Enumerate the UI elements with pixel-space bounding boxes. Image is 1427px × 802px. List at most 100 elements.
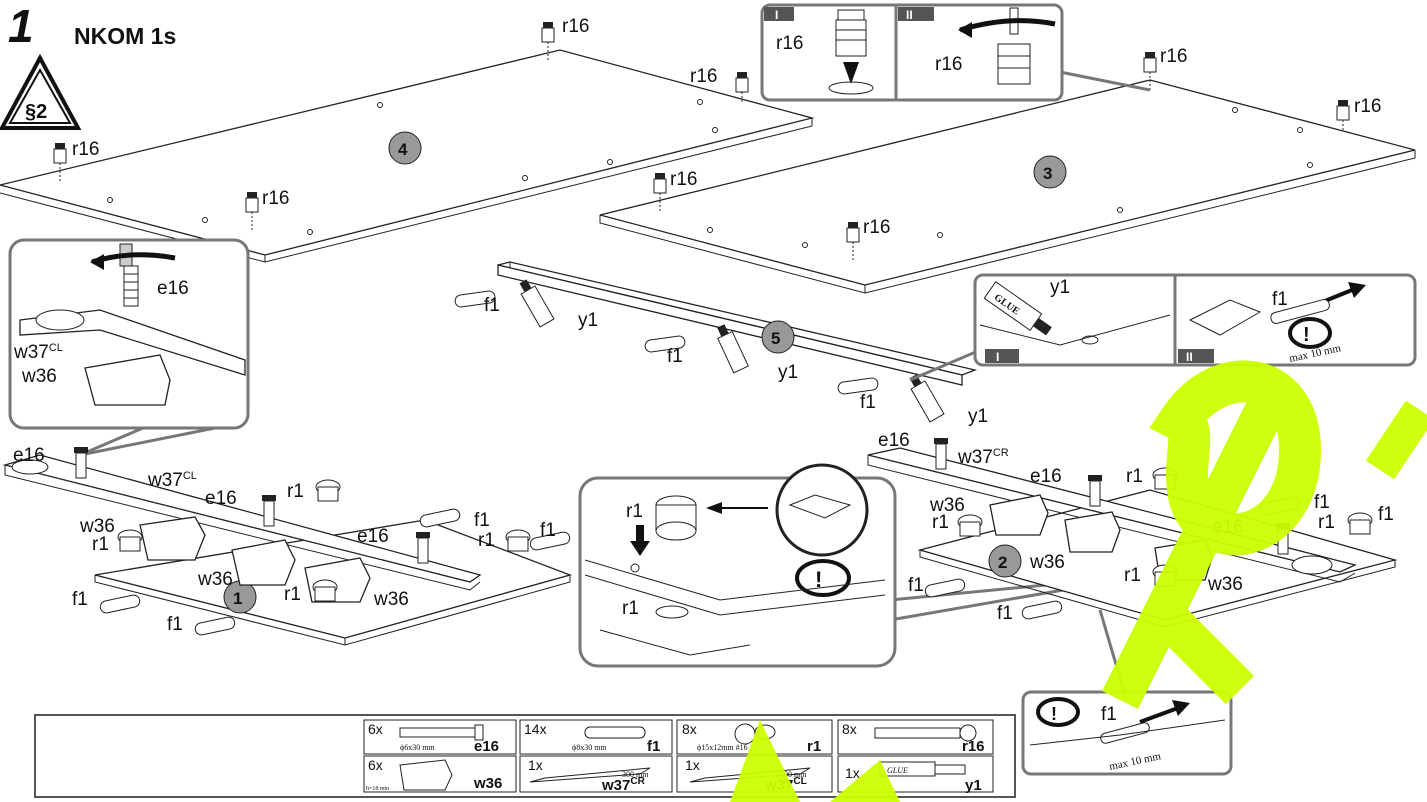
label-w37cl: w37CL [13, 342, 63, 363]
stage-i-tag: I [775, 8, 778, 22]
cam-lock-r1 [312, 579, 338, 602]
label-f1: f1 [72, 589, 88, 610]
block-w36 [1064, 511, 1121, 553]
label-r16: r16 [1160, 46, 1187, 67]
callout-glue-dowel: I II GLUE y1 f1 ! max 10 mm [909, 273, 1417, 382]
label-r16: r16 [72, 139, 99, 160]
label-f1: f1 [997, 603, 1013, 624]
part-cell-r16: 8x r16 [837, 719, 994, 755]
block-w36 [231, 539, 296, 586]
cam-bolt-icon [1336, 100, 1350, 130]
label-f1: f1 [908, 575, 924, 596]
part-code: w36 [473, 775, 502, 792]
part-qty: 1x [528, 757, 543, 773]
label-e16: e16 [205, 488, 237, 509]
cam-lock-r1 [957, 514, 983, 537]
glue-bottle-icon [909, 374, 945, 423]
label-f1: f1 [667, 346, 683, 367]
label-e16: e16 [878, 430, 910, 451]
cam-lock-r1 [505, 529, 531, 552]
label-r1: r1 [1124, 565, 1141, 586]
part-qty: 1x [685, 757, 700, 773]
label-e16: e16 [357, 526, 389, 547]
part-spec: h=18 mm [366, 786, 390, 792]
screw-e16 [416, 532, 430, 564]
part-code: y1 [965, 777, 982, 794]
panel-3: 3 [599, 79, 1416, 294]
cam-bolt-icon [828, 9, 874, 95]
glue-bottle-icon [717, 324, 749, 374]
exclamation-mark: ! [815, 567, 822, 592]
label-w36: w36 [197, 569, 233, 590]
part-spec: 300 mm [780, 770, 807, 779]
dowel-f1 [454, 290, 496, 308]
label-r16: r16 [670, 169, 697, 190]
arrow-left-icon [706, 502, 768, 514]
screw-e16 [74, 447, 88, 479]
label-f1: f1 [474, 510, 490, 531]
label-r1: r1 [1318, 512, 1335, 533]
panel-4: 4 [0, 49, 815, 263]
block-w36 [989, 494, 1049, 536]
label-r1: r1 [287, 481, 304, 502]
block-w36 [139, 516, 206, 561]
label-r16: r16 [863, 217, 890, 238]
part-qty: 6x [368, 721, 383, 737]
cam-lock-r1 [315, 479, 341, 502]
label-r16: r16 [262, 188, 289, 209]
cam-bolt-r16-group: r16 r16 r16 r16 r16 r16 r16 r16 [53, 16, 1381, 262]
screw-e16 [1088, 475, 1102, 507]
part-cell-w37cr: 1x 300 mm w37CR [519, 755, 673, 794]
label-e16: e16 [157, 278, 189, 299]
label-f1: f1 [860, 392, 876, 413]
label-r1: r1 [626, 501, 643, 522]
label-w36: w36 [1029, 552, 1065, 573]
panel-number-2: 2 [998, 553, 1007, 572]
panel-2: 2 e16 w37CR e16 r1 f1 w36 r1 e16 r1 f1 w… [867, 430, 1398, 628]
part-spec: ϕ15x12mm #16 [697, 743, 748, 752]
cam-lock-r1 [1347, 512, 1373, 535]
parts-table: 6x ϕ6x30 mm e16 14x ϕ8x30 mm f1 8x ϕ15x1… [34, 714, 1016, 798]
part-qty: 8x [682, 721, 697, 737]
label-r1: r1 [1126, 466, 1143, 487]
label-w36: w36 [1207, 574, 1243, 595]
label-r1: r1 [622, 598, 639, 619]
stage-ii-tag: II [1186, 350, 1193, 364]
panel-number-4: 4 [398, 140, 408, 159]
cam-bolt-icon [1143, 52, 1157, 90]
label-y1: y1 [968, 406, 988, 427]
panel-5-rail: 5 f1 f1 f1 y1 y1 y1 [454, 261, 988, 427]
part-code: w37CR [601, 776, 646, 794]
screw-e16 [934, 438, 948, 470]
cam-bolt-icon [846, 222, 860, 262]
warning-triangle-icon: §2 [0, 53, 82, 130]
part-cell-w36: 6x h=18 mm w36 [363, 755, 517, 793]
exclamation-icon: ! [1288, 317, 1332, 349]
step-title: NKOM 1s [74, 23, 176, 49]
cam-bolt-icon [735, 72, 749, 102]
callout-f1-depth: ! f1 max 10 mm [1021, 609, 1233, 776]
label-r1: r1 [284, 584, 301, 605]
label-r1: r1 [92, 534, 109, 555]
dowel-f1 [837, 377, 879, 395]
label-r16: r16 [562, 16, 589, 37]
part-code: f1 [647, 738, 660, 755]
part-code: r1 [807, 738, 821, 755]
callout-r16-insertion: I II r16 r16 [760, 3, 1151, 102]
label-w36: w36 [929, 495, 965, 516]
label-f1: f1 [1272, 289, 1288, 310]
label-y1: y1 [778, 362, 798, 383]
step-number: 1 [8, 0, 34, 52]
panel-1: 1 e16 w37CL e16 r1 f1 e16 w36 r1 r1 f1 w… [2, 445, 573, 646]
label-f1: f1 [484, 295, 500, 316]
exclamation-icon: ! [1036, 697, 1080, 727]
cam-lock-r1 [117, 529, 143, 552]
cam-bolt-icon [653, 173, 667, 213]
label-f1: f1 [540, 520, 556, 541]
part-spec: GLUE [887, 766, 908, 775]
stage-ii-tag: II [906, 8, 913, 22]
label-f1: f1 [1378, 504, 1394, 525]
label-f1: f1 [167, 614, 183, 635]
panel-number-5: 5 [771, 329, 780, 348]
